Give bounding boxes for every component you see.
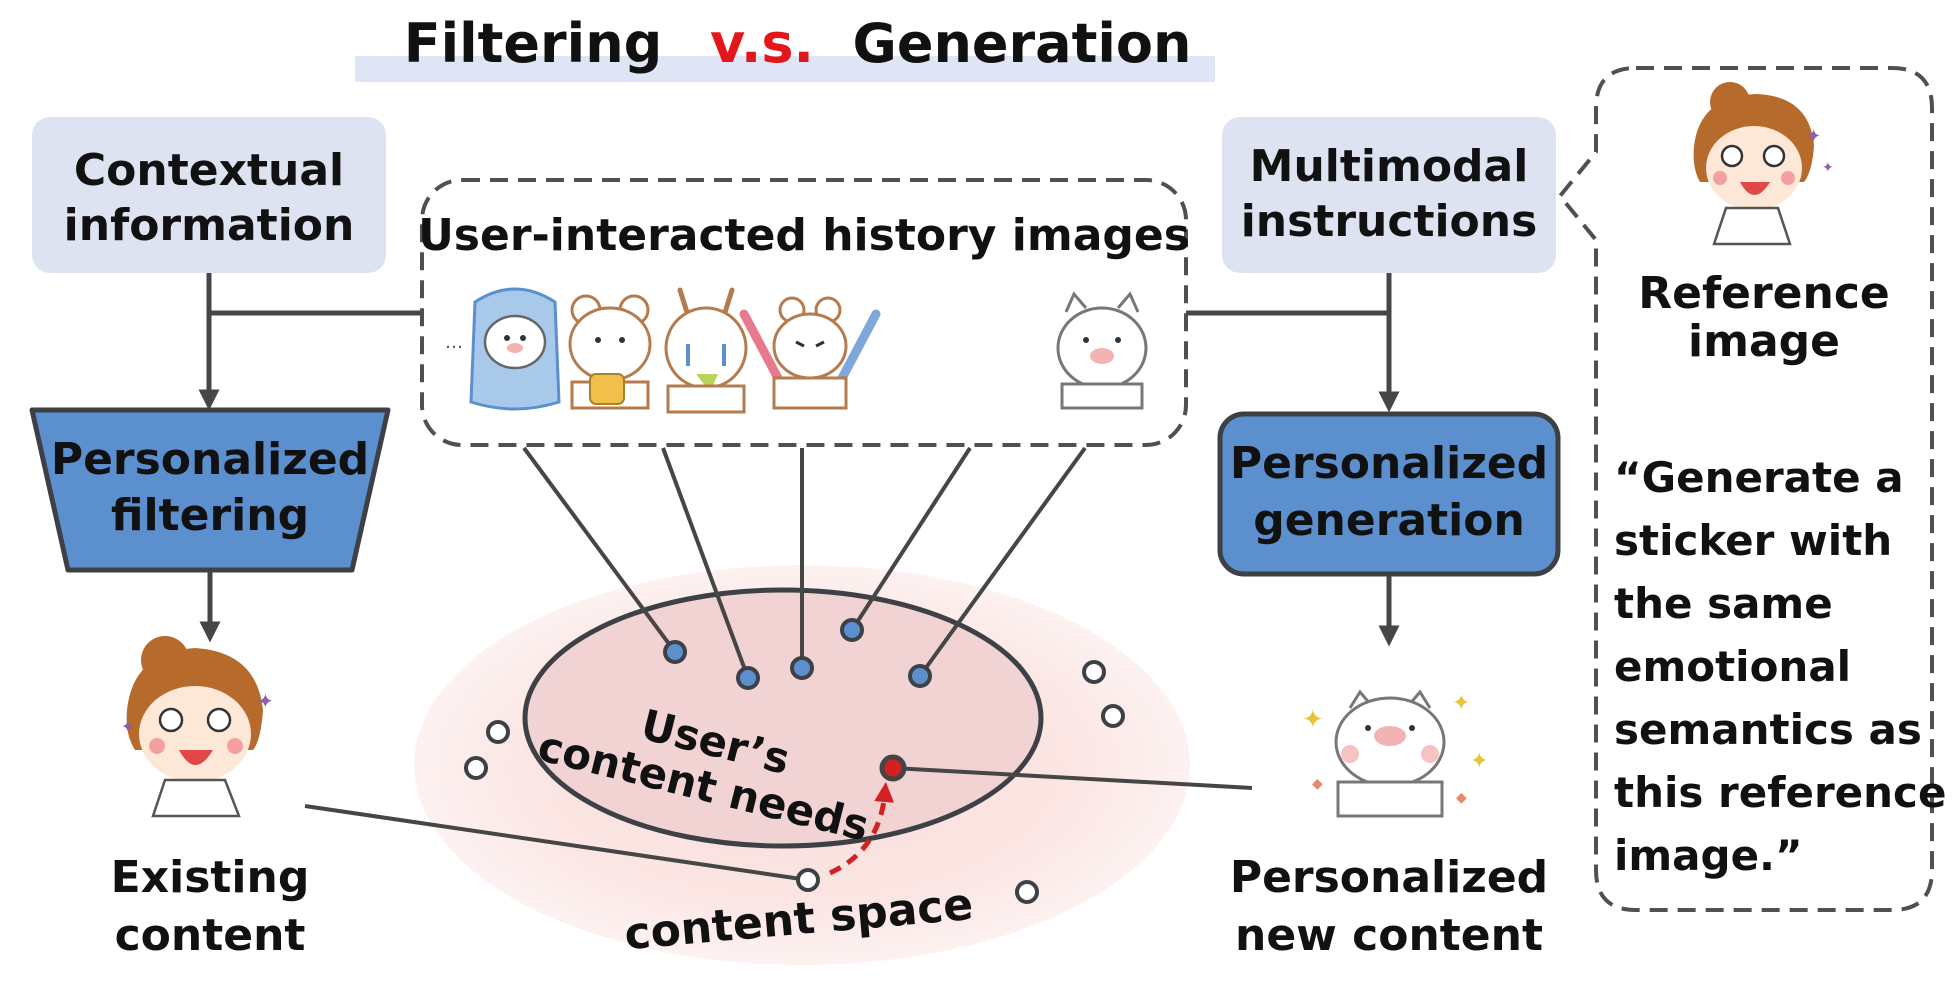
svg-text:✦: ✦ (1302, 705, 1324, 735)
svg-text:…: … (445, 332, 463, 353)
personalized-generation-box (1217, 411, 1561, 577)
existing-content-label-2: content (115, 910, 306, 961)
space-point-5 (1015, 880, 1039, 904)
title-generation: Generation (853, 12, 1192, 75)
space-point-3 (1082, 660, 1106, 684)
history-sticker-5 (1056, 291, 1148, 410)
history-link-1 (522, 446, 677, 654)
svg-text:✦: ✦ (1822, 160, 1834, 176)
needs-dashed-arrow (828, 782, 895, 876)
reference-quote-line-7: image.” (1614, 831, 1803, 880)
space-point-4 (1101, 704, 1125, 728)
reference-quote-line-4: emotional (1614, 642, 1851, 691)
new-content-sticker: ✦ ✦ ✦ ◆ ◆ (1302, 689, 1488, 818)
contextual-information-box (32, 117, 386, 273)
history-point-3 (790, 656, 814, 680)
title-vs: v.s. (710, 12, 814, 75)
multimodal-instructions-box (1222, 117, 1556, 273)
personalized-generation-label: Personalized (1230, 438, 1548, 489)
personalized-filtering-label: Personalized (51, 434, 369, 485)
history-sticker-2 (568, 294, 652, 410)
target-point (879, 754, 907, 782)
reference-panel (1557, 66, 1934, 912)
reference-sticker: ✦ ✦ (1693, 82, 1834, 246)
history-point-4 (840, 618, 864, 642)
svg-text:✦: ✦ (1452, 691, 1470, 716)
personalized-generation-label-2: generation (1253, 495, 1525, 546)
new-content-label: Personalized (1230, 852, 1548, 903)
history-sticker-1: … (445, 287, 561, 411)
new-content-label-2: new content (1235, 910, 1543, 961)
history-point-1 (663, 640, 687, 664)
svg-text:✦: ✦ (1470, 749, 1488, 774)
reference-quote-line-6: this reference (1614, 768, 1946, 817)
reference-quote-line-2: sticker with (1614, 516, 1892, 565)
svg-text:✦: ✦ (257, 689, 274, 713)
existing-content-sticker: ✦ ✦ (121, 636, 274, 818)
personalized-filtering-label-2: filtering (111, 490, 309, 541)
reference-image-label: Reference (1638, 268, 1890, 319)
svg-text:✦: ✦ (1806, 126, 1821, 147)
history-point-2 (736, 666, 760, 690)
space-point-1 (486, 720, 510, 744)
contextual-information-label: Contextual (74, 145, 344, 196)
contextual-information-label-2: information (64, 200, 355, 251)
personalized-filtering-box (29, 407, 391, 573)
reference-quote-line-3: the same (1614, 579, 1833, 628)
reference-image-label-2: image (1688, 316, 1840, 367)
history-link-5 (918, 446, 1087, 678)
existing-to-space-line (304, 804, 809, 882)
reference-quote-line-1: “Generate a (1614, 453, 1904, 502)
svg-text:◆: ◆ (1456, 790, 1467, 806)
history-sticker-4 (739, 296, 881, 410)
svg-text:✦: ✦ (121, 717, 134, 736)
history-images-title: User-interacted history images (418, 210, 1190, 261)
user-needs-ellipse (522, 587, 1044, 849)
reference-quote-line-5: semantics as (1614, 705, 1922, 754)
multimodal-instructions-label-2: instructions (1241, 196, 1538, 247)
title-filtering: Filtering (404, 12, 663, 75)
new-content-to-target-line (892, 766, 1253, 790)
existing-content-point (796, 868, 820, 892)
history-sticker-3 (664, 287, 748, 414)
history-point-5 (908, 664, 932, 688)
space-point-2 (464, 756, 488, 780)
existing-content-label: Existing (111, 852, 310, 903)
multimodal-instructions-label: Multimodal (1250, 141, 1529, 192)
history-link-4 (850, 446, 972, 632)
svg-text:◆: ◆ (1312, 776, 1323, 792)
history-link-2 (661, 447, 750, 679)
title-band (355, 56, 1215, 82)
